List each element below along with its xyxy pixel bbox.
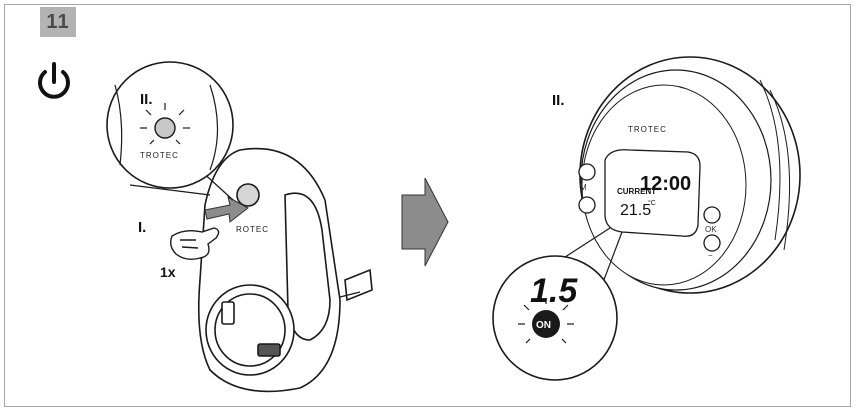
zoom-detail-display	[492, 227, 623, 381]
thermostat-step-two-label: II.	[552, 92, 565, 109]
display-temperature: 21.5	[620, 202, 651, 219]
plug-brand-text: ROTEC	[236, 225, 269, 234]
on-badge: ON	[536, 320, 551, 331]
zoom-detail-led	[106, 61, 234, 201]
minus-button-label: −	[708, 251, 713, 260]
figure-frame	[4, 4, 851, 407]
step-number-badge: 11	[40, 7, 76, 37]
ok-button-label: OK	[705, 225, 717, 234]
display-temperature-unit: °C	[648, 199, 656, 207]
hand-pressing	[169, 227, 220, 261]
thermostat-unit	[578, 56, 801, 294]
power-icon	[38, 62, 70, 99]
plug-receiver	[197, 147, 373, 393]
flow-arrow	[401, 177, 449, 267]
thermostat-brand-text: TROTEC	[628, 125, 667, 134]
zoom-step-two-label: II.	[140, 91, 153, 108]
display-current-label: CURRENT	[617, 187, 656, 196]
press-arrow	[204, 196, 249, 223]
mode-button-label: M	[580, 183, 587, 192]
zoom-temperature-digits: 1.5	[530, 272, 578, 310]
step-one-label: I.	[138, 219, 146, 236]
press-count-label: 1x	[160, 264, 176, 280]
display-time: 12:00	[640, 173, 691, 195]
zoom-brand-text: TROTEC	[140, 151, 179, 160]
